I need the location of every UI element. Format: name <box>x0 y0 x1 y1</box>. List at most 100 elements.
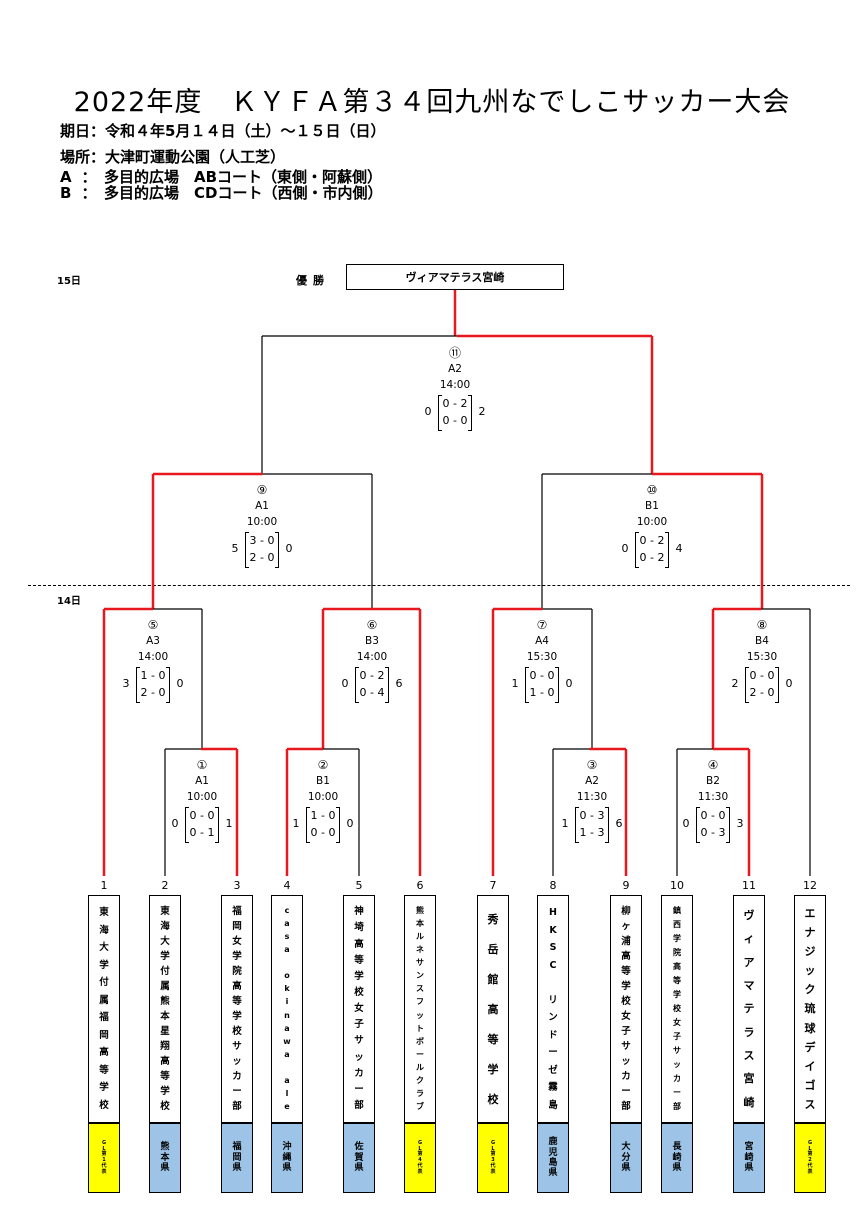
team-name-char: 女 <box>673 1018 681 1027</box>
team-name-char: ナ <box>804 926 816 940</box>
badge-char: 第 <box>101 1151 107 1158</box>
right-total-score: 0 <box>565 677 573 690</box>
score-right: 0 <box>158 669 166 682</box>
team-name-char: 東 <box>160 905 170 917</box>
team-name: 東海大学付属福岡高等学校 <box>88 895 120 1123</box>
score-right: 0 <box>767 686 775 699</box>
second-half-score: 0-3 <box>696 824 730 841</box>
left-total-score: 0 <box>341 677 349 690</box>
team-name-char: 部 <box>673 1102 681 1111</box>
second-half-score: 0-0 <box>306 824 340 841</box>
team-name: ヴィアマテラス宮崎 <box>733 895 765 1123</box>
team-name-char: 神 <box>354 906 364 918</box>
team-name-char: サ <box>621 1040 631 1052</box>
team-name-char: k <box>284 984 290 994</box>
right-total-score: 4 <box>675 542 683 555</box>
left-total-score: 1 <box>292 817 300 830</box>
team-name-char: 高 <box>354 938 364 950</box>
prefecture-badge: 佐賀県 <box>343 1123 375 1193</box>
score-dash: - <box>151 669 155 682</box>
badge-char: 県 <box>621 1163 631 1174</box>
badge-char: 岡 <box>232 1152 242 1163</box>
team-number: 8 <box>549 879 557 892</box>
score-right: 0 <box>267 551 275 564</box>
score-right: 0 <box>207 809 215 822</box>
score-dash: - <box>760 686 764 699</box>
team-name-char: 宮 <box>743 1072 755 1086</box>
score-dash: - <box>540 686 544 699</box>
right-total-score: 0 <box>785 677 793 690</box>
prefecture-badge: 福岡県 <box>221 1123 253 1193</box>
left-total-score: 1 <box>511 677 519 690</box>
score-right: 0 <box>267 534 275 547</box>
score-right: 0 <box>718 809 726 822</box>
team-name-char: ジ <box>804 945 816 959</box>
badge-char: 4 <box>418 1157 422 1163</box>
team-name-char: ー <box>354 1083 364 1095</box>
team-name-char: 高 <box>621 950 631 962</box>
team-name-char: ゴ <box>804 1078 816 1092</box>
champion-team: ヴィアマテラス宮崎 <box>405 271 505 284</box>
team-name: 秀岳館高等学校 <box>477 895 509 1123</box>
score-bracket-right <box>726 807 730 843</box>
left-total-score: 3 <box>122 677 130 690</box>
badge-char: 熊 <box>160 1142 170 1153</box>
first-half-score: 0-2 <box>438 395 472 412</box>
score-left: 2 <box>140 686 148 699</box>
badge-char: 縄 <box>282 1152 292 1163</box>
right-total-score: 2 <box>478 405 486 418</box>
team-name-char: ー <box>232 1085 242 1097</box>
score-dash: - <box>711 809 715 822</box>
match-time: 11:30 <box>697 791 729 803</box>
team-name-char: 部 <box>232 1100 242 1112</box>
team-name-char: テ <box>743 1002 755 1016</box>
badge-char: 賀 <box>354 1152 364 1163</box>
team-name-char: n <box>284 1010 290 1020</box>
badge-char: 表 <box>417 1168 423 1175</box>
prefecture-badge: 鹿児島県 <box>537 1123 569 1193</box>
match-court: A1 <box>255 500 269 512</box>
first-half-score: 0-0 <box>745 667 779 684</box>
badge-char: 1 <box>102 1157 106 1163</box>
score-dash: - <box>370 686 374 699</box>
team-name-char: 学 <box>673 990 681 999</box>
match-time: 14:00 <box>137 651 169 663</box>
team-name-char: a <box>284 918 290 928</box>
score-right: 0 <box>328 826 336 839</box>
score-left: 1 <box>529 686 537 699</box>
team-name-char: 崎 <box>743 1095 755 1109</box>
score-bracket-left <box>185 807 189 843</box>
team-name-char: a <box>284 1049 290 1059</box>
team-name-char: ル <box>416 1063 424 1073</box>
team-name-char: 校 <box>232 1025 242 1037</box>
score-right: 1 <box>207 826 215 839</box>
team-name-char: 本 <box>160 1010 170 1022</box>
score-bracket-right <box>468 395 472 431</box>
score-left: 0 <box>639 534 647 547</box>
team-name-char: 校 <box>673 1004 681 1013</box>
score-bracket-left <box>575 807 579 843</box>
score-bracket-right <box>665 532 669 568</box>
team-name-char: ラ <box>743 1025 755 1039</box>
match-number: ⑨ <box>256 483 268 497</box>
score-right: 0 <box>767 669 775 682</box>
team-name-char: S <box>549 942 557 953</box>
match-time: 15:30 <box>746 651 778 663</box>
team-name-char: カ <box>621 1070 631 1082</box>
score-bracket-right <box>215 807 219 843</box>
first-half-score: 0-2 <box>635 532 669 549</box>
right-total-score: 0 <box>346 817 354 830</box>
score-right: 3 <box>597 809 605 822</box>
first-half-score: 1-0 <box>306 807 340 824</box>
score-bracket-left <box>635 532 639 568</box>
score-dash: - <box>453 414 457 427</box>
